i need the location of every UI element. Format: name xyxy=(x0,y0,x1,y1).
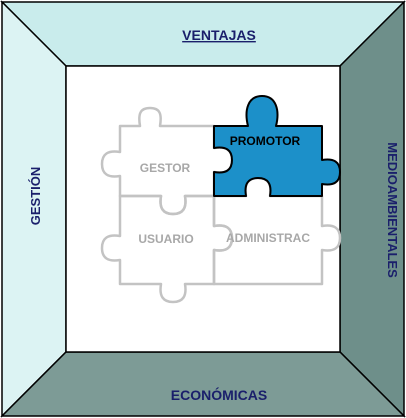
frame-bottom-label: ECONÓMICAS xyxy=(171,386,267,403)
puzzle-label-administrac: ADMINISTRAC xyxy=(226,231,310,245)
frame-bottom-panel xyxy=(0,351,406,417)
puzzle-label-promotor: PROMOTOR xyxy=(230,134,301,148)
frame-right-label: MEDIOAMBIENTALES xyxy=(385,142,400,278)
puzzle-piece-promotor xyxy=(213,95,341,197)
frame-left-label: GESTIÓN xyxy=(28,167,43,226)
puzzle-label-usuario: USUARIO xyxy=(138,232,193,246)
frame-center-panel xyxy=(65,65,341,353)
frame-top-label: VENTAJAS xyxy=(182,27,256,43)
puzzle-label-gestor: GESTOR xyxy=(140,161,191,175)
